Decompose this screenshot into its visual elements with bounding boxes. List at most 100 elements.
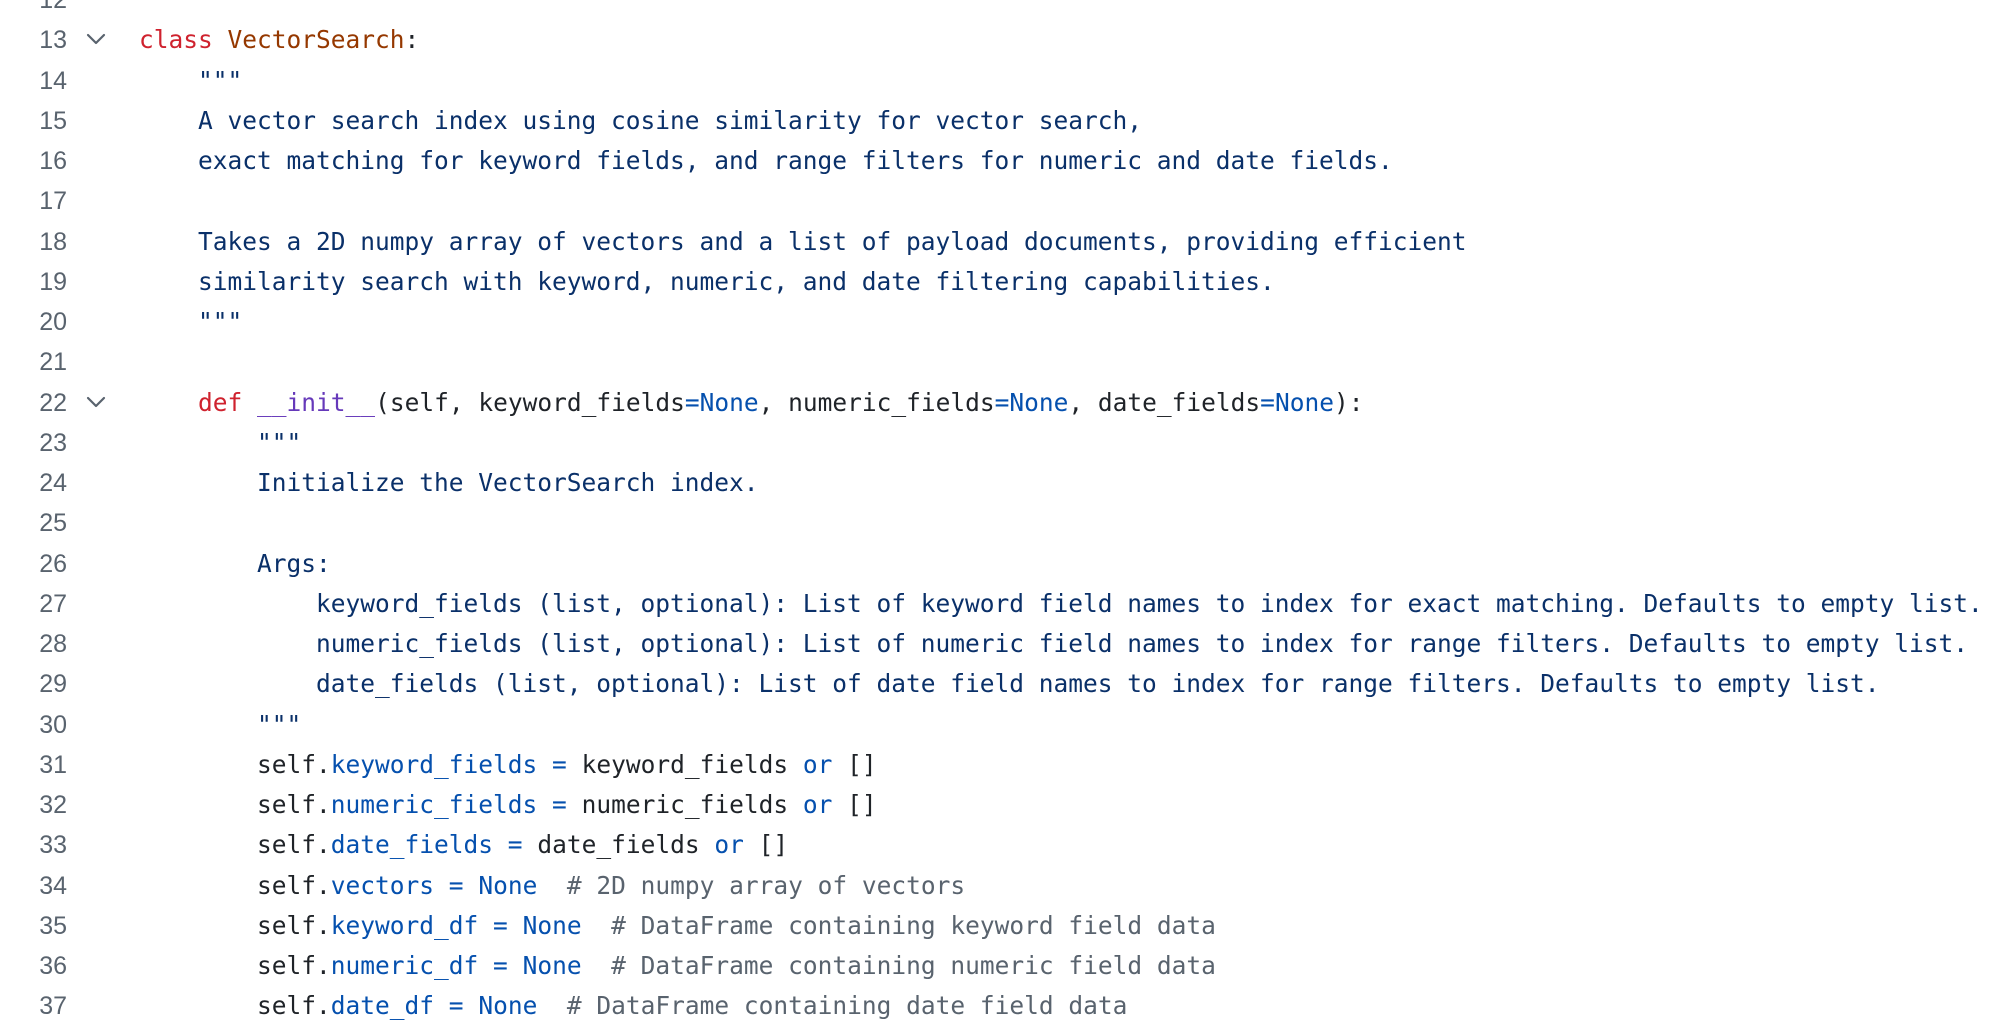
code-token: date_fields [537,830,715,860]
code-line: 25 [0,503,2002,543]
code-line: 29 date_fields (list, optional): List of… [0,664,2002,704]
line-number: 36 [39,952,67,980]
code-line: 33 self.date_fields = date_fields or [] [0,825,2002,865]
code-token: numeric_fields (list, optional): List of… [316,629,1969,658]
chevron-down-icon[interactable] [84,30,108,50]
code-token: Takes a 2D numpy array of vectors and a … [198,226,1467,256]
code-line: 14 """ [0,61,2002,101]
line-number: 17 [39,187,67,216]
code-token: keyword_fields [581,749,803,779]
line-number: 37 [39,992,67,1021]
code-token: self. [257,830,331,860]
line-number: 22 [39,388,67,417]
line-number: 24 [39,469,67,497]
code-token: , date_fields [1068,387,1261,417]
line-number: 14 [39,66,67,95]
code-token: # DataFrame containing numeric field dat… [581,951,1216,980]
code-token: """ [257,427,302,457]
code-content: A vector search index using cosine simil… [139,101,1142,141]
code-content: Takes a 2D numpy array of vectors and a … [139,222,1467,262]
code-token: = [434,991,479,1021]
code-content: """ [139,705,301,745]
code-token: = [537,749,582,779]
code-line: 26 Args: [0,544,2002,584]
code-content: date_fields (list, optional): List of da… [139,664,1880,704]
code-token: = [493,830,538,860]
line-number: 19 [39,267,67,296]
code-line: 18 Takes a 2D numpy array of vectors and… [0,222,2002,262]
code-content: similarity search with keyword, numeric,… [139,262,1275,302]
code-content: """ [139,302,242,342]
code-line: 35 self.keyword_df = None # DataFrame co… [0,906,2002,946]
code-content: Initialize the VectorSearch index. [139,463,759,503]
code-token: None [1274,387,1334,417]
code-token: Args: [257,548,331,578]
code-content: exact matching for keyword fields, and r… [139,141,1393,181]
line-number: 18 [39,227,67,256]
code-token: or [802,790,833,819]
code-token: = [434,870,479,900]
code-token: [] [743,830,789,860]
code-token: vectors [330,870,435,900]
code-token: keyword_df [330,910,479,940]
code-content: self.keyword_df = None # DataFrame conta… [139,906,1216,946]
line-number: 32 [39,791,67,819]
code-line: 27 keyword_fields (list, optional): List… [0,584,2002,624]
line-number: 31 [39,750,67,779]
code-token: = [537,790,582,819]
code-token: (self, keyword_fields [375,387,685,417]
code-token: [] [832,749,877,779]
code-token: or [714,830,744,860]
line-number: 21 [39,348,67,377]
line-number: 30 [39,710,67,739]
code-line: 31 self.keyword_fields = keyword_fields … [0,745,2002,785]
code-token: date_df [330,991,435,1021]
code-line: 34 self.vectors = None # 2D numpy array … [0,866,2002,906]
chevron-down-icon[interactable] [84,393,108,413]
code-line: 19 similarity search with keyword, numer… [0,262,2002,302]
code-token: self. [257,870,331,900]
code-content: keyword_fields (list, optional): List of… [139,584,1983,624]
code-line: 23 """ [0,423,2002,463]
code-token: None [699,387,759,417]
code-token: # 2D numpy array of vectors [537,870,966,900]
code-content: class VectorSearch: [139,20,419,60]
line-number: 27 [39,589,67,618]
code-token: or [802,749,833,779]
code-token: date_fields (list, optional): List of da… [316,669,1880,699]
code-token: None [1009,387,1069,417]
line-number: 29 [39,670,67,699]
code-line: 24 Initialize the VectorSearch index. [0,463,2002,503]
code-token: class [139,25,213,55]
code-token: Initialize the VectorSearch index. [257,468,759,497]
code-line: 30 """ [0,705,2002,745]
code-content: self.keyword_fields = keyword_fields or … [139,745,877,785]
line-number: 33 [39,831,67,860]
code-line: 32 self.numeric_fields = numeric_fields … [0,785,2002,825]
code-token: None [522,910,582,940]
line-number: 23 [39,428,67,457]
code-token: None [522,951,582,980]
code-line: 37 self.date_df = None # DataFrame conta… [0,986,2002,1026]
code-content: numeric_fields (list, optional): List of… [139,624,1968,664]
code-token: VectorSearch [227,25,405,55]
code-token: = [1260,387,1275,417]
code-line: 15 A vector search index using cosine si… [0,101,2002,141]
line-number: 12 [39,0,67,14]
code-token: # DataFrame containing date field data [537,991,1128,1021]
code-token: ): [1333,387,1364,417]
line-number: 35 [39,911,67,940]
code-token: : [404,25,420,55]
code-line: 17 [0,181,2002,221]
line-number: 20 [39,308,67,336]
code-token: = [478,951,523,980]
code-token: date_fields [330,830,494,860]
code-token: """ [198,65,243,95]
code-token: keyword_fields (list, optional): List of… [316,588,1983,618]
code-content: """ [139,423,301,463]
line-number: 16 [39,147,67,175]
code-token: numeric_df [330,951,479,980]
code-token: similarity search with keyword, numeric,… [198,266,1275,296]
